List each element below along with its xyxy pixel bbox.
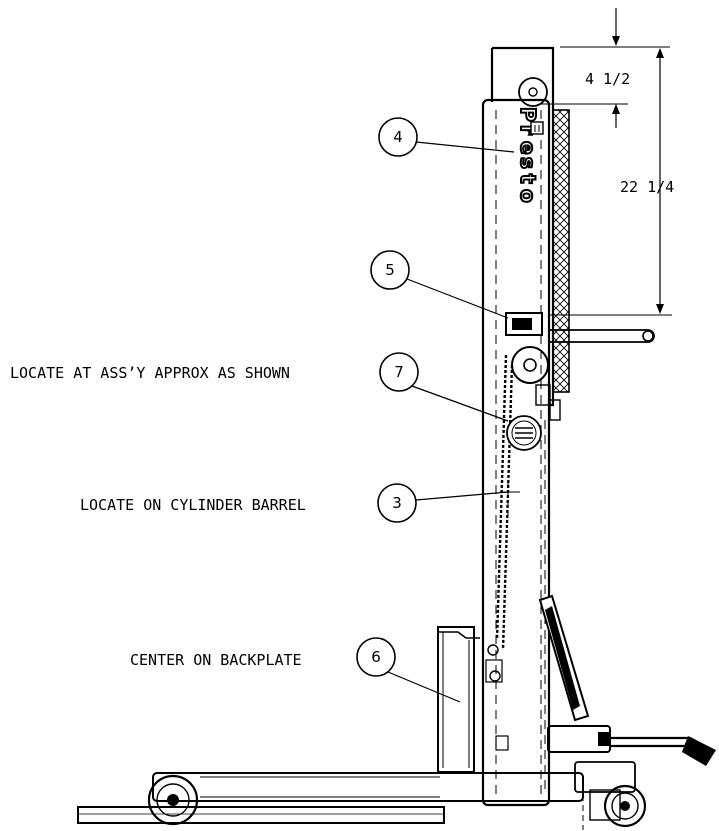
decal-letter: o	[516, 189, 540, 203]
pump-assembly	[538, 594, 611, 753]
callout-5: 5	[370, 250, 509, 319]
dimension-top-offset: 4 1/2	[585, 70, 630, 88]
pump-handle	[610, 736, 716, 766]
backplate	[437, 626, 480, 773]
callout-label: LOCATE AT ASS’Y APPROX AS SHOWN	[10, 364, 290, 382]
decal-letter: s	[516, 157, 540, 169]
callout-7: LOCATE AT ASS’Y APPROX AS SHOWN 7	[10, 352, 509, 422]
top-pulley	[518, 77, 548, 107]
chain-anchor	[485, 644, 509, 751]
front-wheel	[147, 774, 199, 826]
callout-number: 4	[393, 128, 403, 146]
decal-letter: e	[516, 141, 540, 155]
decal-letter: t	[516, 174, 540, 184]
decal-graphic: P r e s t o	[515, 106, 544, 204]
callout-number: 5	[385, 261, 395, 279]
seal-graphic	[506, 415, 542, 451]
callout-4: 4	[378, 117, 515, 157]
callout-number: 7	[394, 363, 404, 381]
backplate-hatch	[552, 109, 570, 393]
rear-caster	[574, 761, 647, 830]
callout-number: 6	[371, 648, 381, 666]
decal-letter: P	[516, 107, 540, 122]
dimension-height: 22 1/4	[620, 178, 674, 196]
callout-3: LOCATE ON CYLINDER BARREL 3	[80, 483, 509, 523]
callout-6: CENTER ON BACKPLATE 6	[130, 637, 461, 703]
lift-chain	[495, 354, 514, 651]
callout-label: CENTER ON BACKPLATE	[130, 651, 302, 669]
label-plate	[505, 312, 543, 336]
callout-number: 3	[392, 494, 402, 512]
callout-label: LOCATE ON CYLINDER BARREL	[80, 496, 306, 514]
fork-arm	[550, 329, 655, 343]
dimension-lines	[540, 8, 672, 316]
